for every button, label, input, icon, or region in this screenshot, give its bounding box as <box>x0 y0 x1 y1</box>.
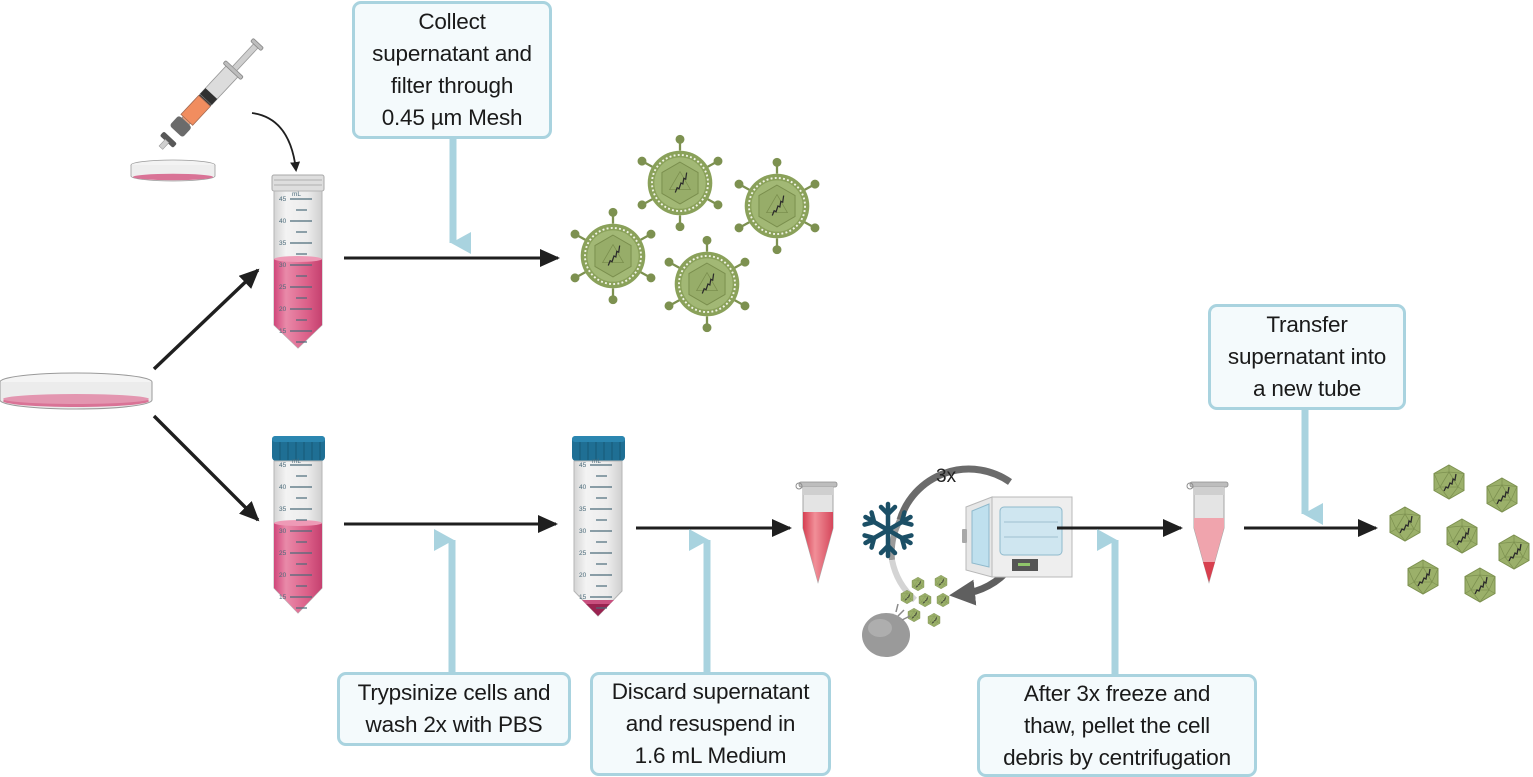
svg-text:25: 25 <box>279 284 287 291</box>
arrow-to-supernatant-branch <box>152 268 260 371</box>
svg-text:45: 45 <box>579 462 587 469</box>
conical-tube-pellet-icon: mL 45 40 35 30 25 20 15 <box>572 436 625 617</box>
svg-text:15: 15 <box>579 594 587 601</box>
svg-text:mL: mL <box>292 458 301 465</box>
enveloped-virus-icon <box>664 235 750 333</box>
svg-text:45: 45 <box>279 196 287 203</box>
icosahedral-virus-icon <box>1498 534 1530 570</box>
svg-text:40: 40 <box>279 218 287 225</box>
purified-virus-group <box>1389 464 1530 603</box>
incubator-icon <box>962 496 1073 578</box>
enveloped-virus-icon <box>570 207 656 305</box>
tube-unit-label: mL <box>292 191 301 198</box>
svg-text:40: 40 <box>279 484 287 491</box>
lysed-cell-icon <box>862 603 911 657</box>
enveloped-virus-group <box>570 134 820 333</box>
svg-text:mL: mL <box>592 458 601 465</box>
cycle-count-label: 3x <box>936 466 957 487</box>
svg-text:30: 30 <box>279 262 287 269</box>
svg-text:20: 20 <box>279 572 287 579</box>
svg-text:20: 20 <box>579 572 587 579</box>
svg-text:40: 40 <box>579 484 587 491</box>
svg-text:35: 35 <box>279 506 287 513</box>
note-transfer-supernatant: Transfer supernatant into a new tube <box>1208 304 1406 410</box>
svg-text:35: 35 <box>279 240 287 247</box>
icosahedral-virus-icon <box>1486 477 1518 513</box>
pour-arrow <box>251 112 301 172</box>
svg-text:35: 35 <box>579 506 587 513</box>
note-freeze-thaw-pellet: After 3x freeze and thaw, pellet the cel… <box>977 674 1257 777</box>
icosahedral-virus-icon <box>1389 506 1421 542</box>
enveloped-virus-icon <box>637 134 723 232</box>
syringe-filter-icon <box>130 38 301 182</box>
snowflake-icon <box>862 501 914 556</box>
svg-text:15: 15 <box>279 328 287 335</box>
conical-tube-open-icon: mL 45 40 35 30 25 20 15 <box>271 174 325 349</box>
enveloped-virus-icon <box>734 157 820 255</box>
svg-text:20: 20 <box>279 306 287 313</box>
note-collect-supernatant: Collect supernatant and filter through 0… <box>352 1 552 139</box>
svg-text:25: 25 <box>579 550 587 557</box>
released-virus-group <box>900 574 950 628</box>
svg-text:15: 15 <box>279 594 287 601</box>
conical-tube-capped-icon: mL 45 40 35 30 25 20 15 <box>272 436 325 614</box>
icosahedral-virus-icon <box>1464 567 1496 603</box>
icosahedral-virus-icon <box>1407 559 1439 595</box>
icosahedral-virus-icon <box>1433 464 1465 500</box>
microcentrifuge-tube-icon <box>1186 481 1229 584</box>
arrow-to-cell-branch <box>152 414 260 522</box>
icosahedral-virus-icon <box>1446 518 1478 554</box>
svg-text:45: 45 <box>279 462 287 469</box>
note-discard-supernatant: Discard supernatant and resuspend in 1.6… <box>590 672 831 776</box>
petri-dish-icon <box>0 372 153 410</box>
note-trypsinize-cells: Trypsinize cells and wash 2x with PBS <box>337 672 571 746</box>
microcentrifuge-tube-icon <box>795 481 838 584</box>
svg-text:25: 25 <box>279 550 287 557</box>
svg-text:30: 30 <box>579 528 587 535</box>
svg-text:30: 30 <box>279 528 287 535</box>
